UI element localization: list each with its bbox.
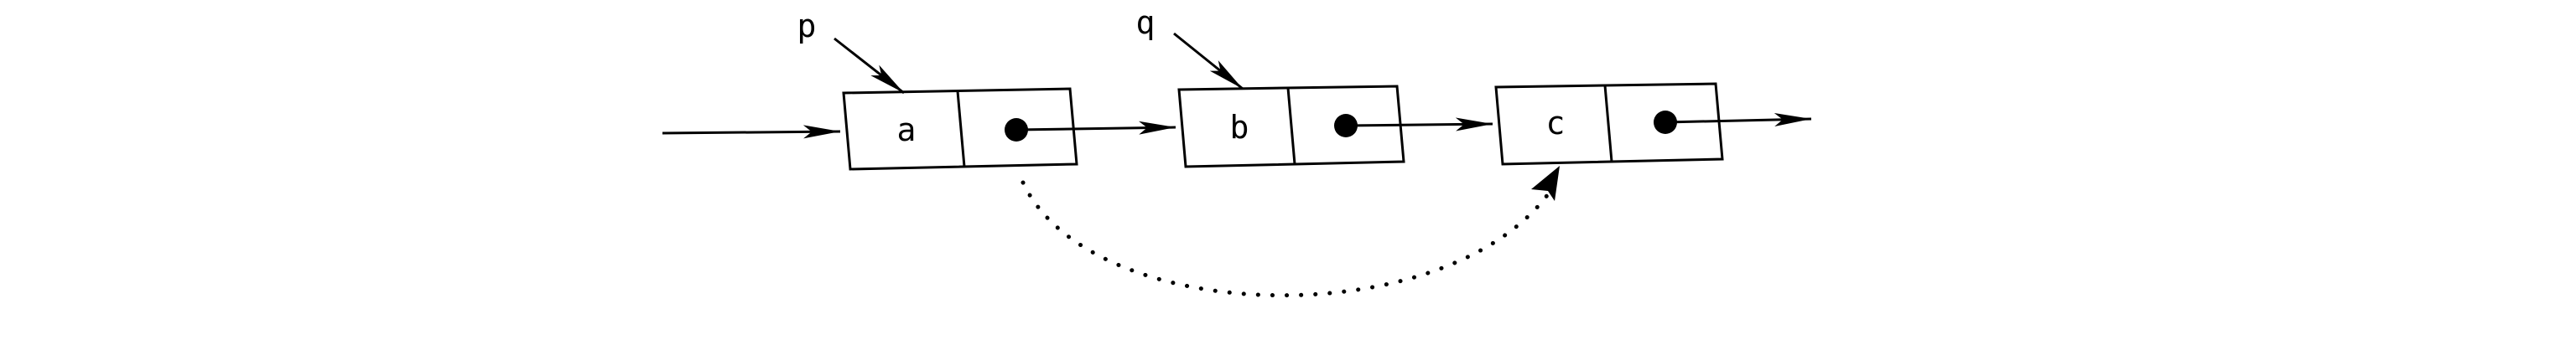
node-b-divider [1286,87,1296,165]
pointer-q-arrow [1173,32,1244,90]
pointer-p-arrow [834,37,905,95]
head-arrow [662,125,841,139]
pointer-p-label: p [797,8,817,44]
node-a-label: a [897,111,917,148]
dotted-link-a-to-c [1021,180,1550,298]
node-c-divider [1603,85,1613,162]
node-a: a [842,87,1078,171]
node-c: c [1494,82,1724,166]
link-a-to-b [1015,121,1176,135]
dotted-link-arrowhead [1531,166,1560,201]
pointer-q: q [1136,4,1244,90]
tail-arrow [1665,113,1812,127]
node-c-box [1494,82,1724,166]
node-a-divider [956,90,966,167]
link-b-to-c [1345,117,1493,131]
node-c-label: c [1546,105,1566,142]
pointer-p: p [797,8,905,95]
node-b-box [1177,85,1405,168]
node-a-box [842,87,1078,171]
pointer-q-label: q [1136,4,1156,41]
node-b: b [1177,85,1405,168]
node-b-label: b [1230,109,1249,146]
